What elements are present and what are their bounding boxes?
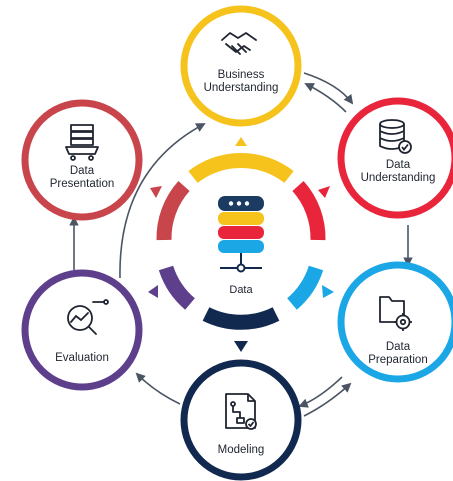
label-data-preparation: Data Preparation xyxy=(368,341,428,366)
label-data-presentation: Data Presentation xyxy=(49,165,115,190)
ring-segment-yellow xyxy=(188,153,294,184)
triangle-coral xyxy=(150,186,162,198)
presentation-cart-icon xyxy=(65,124,99,161)
label-modeling: Modeling xyxy=(217,444,265,456)
label-data-understanding: Data Understanding xyxy=(360,159,436,184)
circle-business-understanding[interactable] xyxy=(180,5,302,127)
circle-modeling[interactable] xyxy=(180,359,302,481)
ring-triangles xyxy=(148,137,334,352)
circle-data-presentation[interactable] xyxy=(21,99,143,221)
arrow-modeling-to-evaluation xyxy=(135,372,181,405)
triangle-blue xyxy=(322,285,334,298)
circle-data-understanding[interactable] xyxy=(337,97,453,219)
arrow-evaluation-to-business xyxy=(119,123,206,279)
center-ring xyxy=(156,153,326,330)
arrow-data-understanding-to-business xyxy=(304,83,347,113)
flowchart-document-icon xyxy=(225,393,257,430)
cycle-arrows xyxy=(69,72,413,417)
label-business-understanding: Business Understanding xyxy=(203,69,279,94)
arrow-modeling-to-preparation xyxy=(303,382,352,417)
triangle-red xyxy=(318,186,330,198)
handshake-icon xyxy=(221,32,257,55)
triangle-navy xyxy=(234,341,248,352)
stage-circles xyxy=(21,5,453,481)
database-stack-icon xyxy=(218,196,264,273)
ring-segment-red xyxy=(292,180,326,241)
ring-segment-coral xyxy=(156,180,190,241)
arrow-preparation-to-modeling xyxy=(298,376,343,408)
label-evaluation: Evaluation xyxy=(55,352,109,364)
center-label: Data xyxy=(229,284,253,296)
arrow-business-to-data-understanding xyxy=(303,72,354,105)
triangle-yellow xyxy=(235,137,247,146)
triangle-purple xyxy=(148,285,158,298)
ring-segment-blue xyxy=(286,265,324,310)
ring-segment-purple xyxy=(158,265,196,310)
folder-gear-icon xyxy=(379,296,412,331)
ring-segment-navy xyxy=(202,307,280,330)
database-check-icon xyxy=(379,119,412,154)
magnifier-chart-icon xyxy=(67,299,109,335)
